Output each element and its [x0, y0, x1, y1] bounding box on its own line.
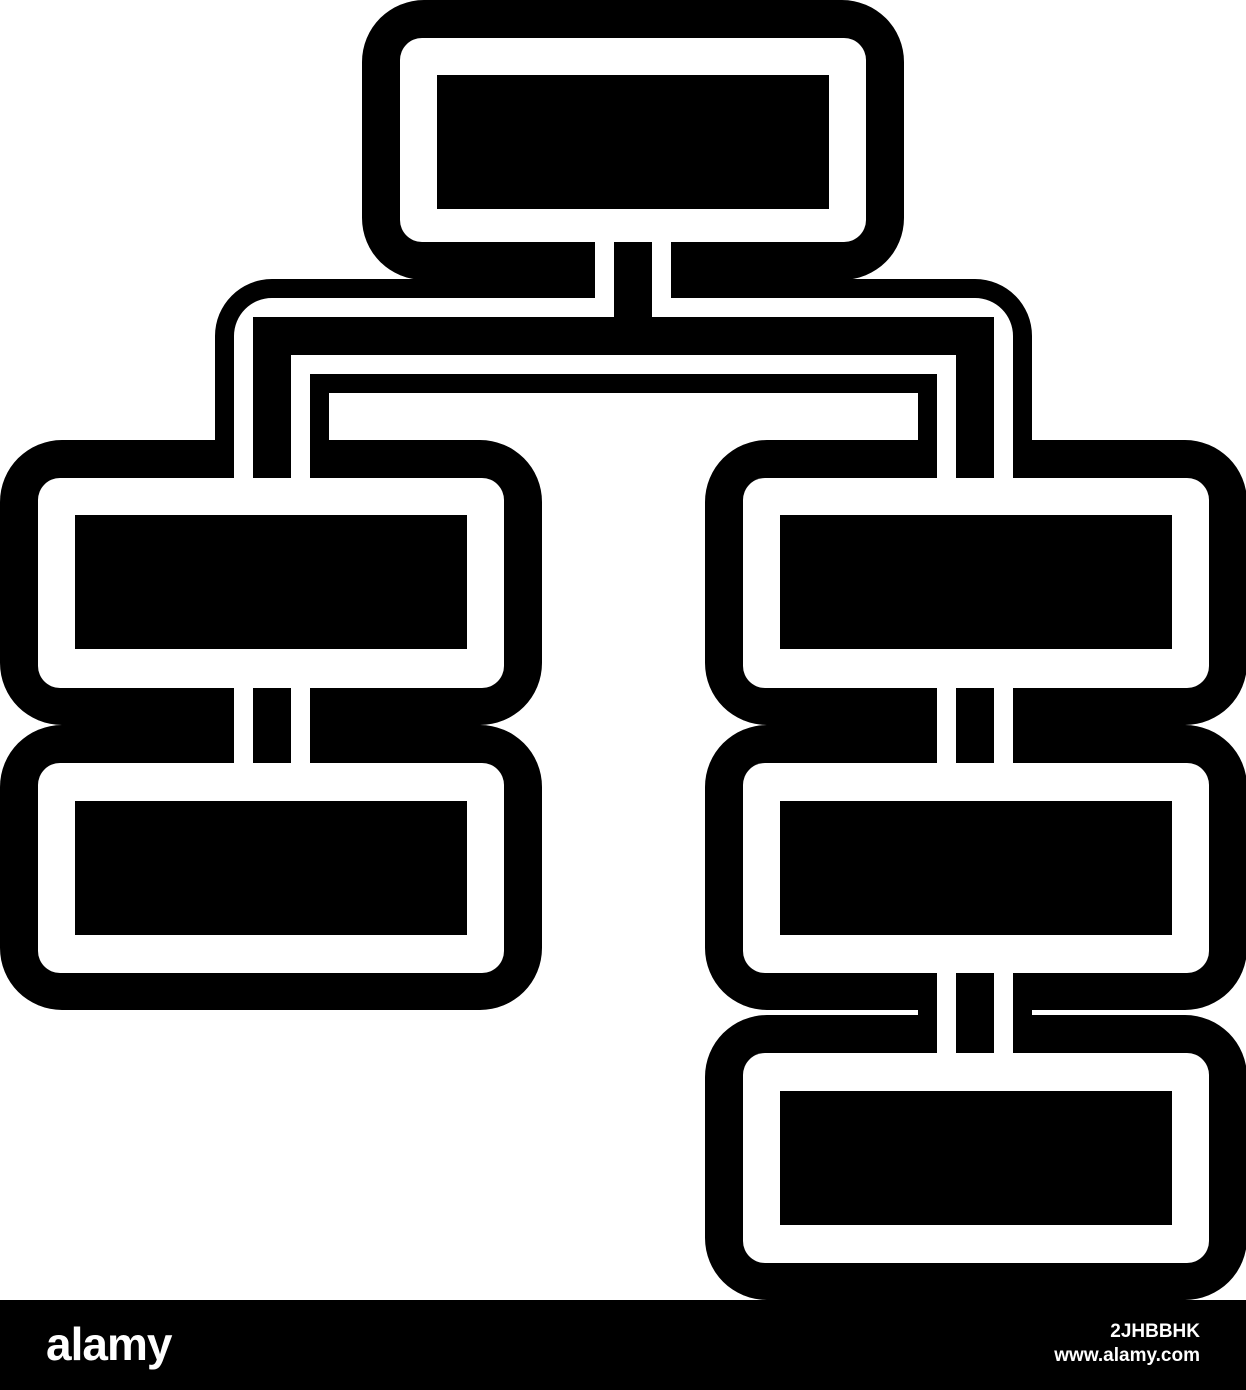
chart-node-right-3: [780, 1091, 1172, 1225]
org-chart-icon: [0, 0, 1246, 1300]
watermark-meta: 2JHBBHK www.alamy.com: [1054, 1320, 1200, 1368]
watermark-url: www.alamy.com: [1054, 1345, 1200, 1366]
watermark-footer-bar: alamy 2JHBBHK www.alamy.com: [0, 1300, 1246, 1390]
watermark-image-id: 2JHBBHK: [1110, 1321, 1200, 1342]
org-chart-outline: [0, 0, 1246, 1300]
watermark-logo: alamy: [46, 1318, 172, 1370]
chart-node-right-2: [780, 801, 1172, 935]
chart-node-left-1: [75, 515, 467, 649]
chart-node-top: [437, 75, 829, 209]
chart-node-right-1: [780, 515, 1172, 649]
chart-node-left-2: [75, 801, 467, 935]
